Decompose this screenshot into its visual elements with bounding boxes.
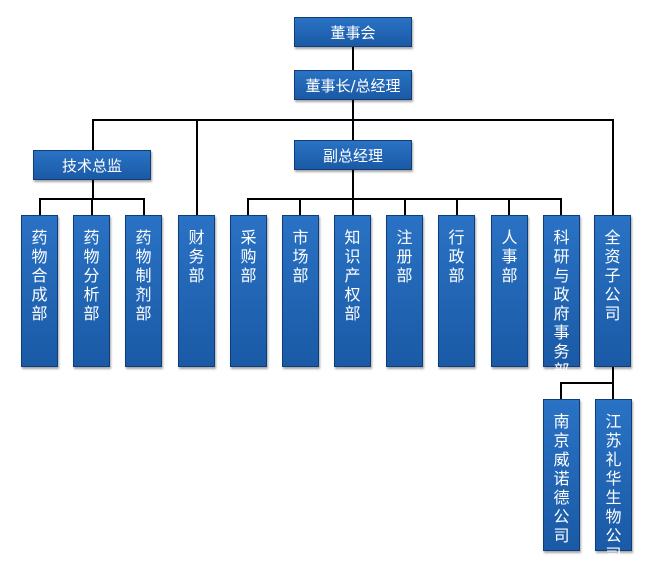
connector-vice-dept-1 [247, 198, 249, 215]
tech-director-label: 技术总监 [61, 156, 122, 175]
dept-box-formulation: 药物制剂部 [125, 215, 162, 367]
connector-subsidiary-1 [560, 382, 562, 399]
dept-box-marketing: 市场部 [282, 215, 319, 367]
dept-box-procurement: 采购部 [230, 215, 267, 367]
dept-label: 药物分析部 [83, 228, 100, 323]
dept-label: 全资子公司 [604, 228, 621, 323]
vice-gm-label: 副总经理 [322, 146, 383, 165]
connector-vice-dept-3 [352, 198, 354, 215]
vice-gm-box: 副总经理 [294, 140, 412, 170]
board-label: 董事会 [330, 23, 376, 42]
dept-box-finance: 财务部 [178, 215, 215, 367]
dept-box-analysis: 药物分析部 [73, 215, 110, 367]
dept-box-subsidiary: 全资子公司 [594, 215, 631, 367]
connector-vice-dept-5 [456, 198, 458, 215]
connector-vice-gm-down [352, 169, 354, 199]
connector-vice-dept-6 [508, 198, 510, 215]
dept-label: 行政部 [448, 228, 465, 285]
dept-box-research-gov: 科研与政府事务部 [543, 215, 580, 380]
dept-label: 采购部 [240, 228, 257, 285]
dept-label: 科研与政府事务部 [553, 228, 570, 380]
dept-box-hr: 人事部 [491, 215, 528, 367]
subsidiary-box-jiangsu: 江苏礼华生物公司 [595, 399, 632, 564]
chairman-label: 董事长/总经理 [305, 76, 401, 95]
connector-chairman-down [352, 99, 354, 120]
connector-tech-dept-3 [143, 198, 145, 215]
connector-subsidiary-2 [612, 382, 614, 399]
connector-subsidiary-bus [560, 382, 614, 384]
tech-director-box: 技术总监 [33, 150, 151, 180]
connector-to-finance [196, 119, 198, 215]
dept-label: 人事部 [501, 228, 518, 285]
dept-box-registration: 注册部 [386, 215, 423, 367]
subsidiary-label: 江苏礼华生物公司 [605, 412, 622, 564]
connector-to-vice-gm [352, 119, 354, 140]
connector-to-tech-director [92, 119, 94, 150]
dept-box-ip: 知识产权部 [334, 215, 371, 367]
dept-label: 药物合成部 [31, 228, 48, 323]
connector-tech-dept-2 [91, 198, 93, 215]
connector-vice-dept-4 [404, 198, 406, 215]
connector-board-chairman [352, 46, 354, 70]
connector-to-subsidiary [612, 119, 614, 215]
connector-tech-dept-1 [39, 198, 41, 215]
subsidiary-box-nanjing: 南京威诺德公司 [543, 399, 580, 551]
connector-subsidiary-down [612, 366, 614, 383]
dept-label: 财务部 [188, 228, 205, 285]
dept-box-admin: 行政部 [438, 215, 475, 367]
dept-label: 知识产权部 [344, 228, 361, 323]
connector-vice-dept-2 [299, 198, 301, 215]
board-box: 董事会 [294, 17, 412, 47]
connector-vice-dept-7 [560, 198, 562, 215]
chairman-box: 董事长/总经理 [294, 70, 412, 100]
dept-box-synthesis: 药物合成部 [21, 215, 58, 367]
subsidiary-label: 南京威诺德公司 [553, 412, 570, 545]
dept-label: 市场部 [292, 228, 309, 285]
connector-tech-director-down [92, 180, 94, 199]
dept-label: 药物制剂部 [135, 228, 152, 323]
dept-label: 注册部 [396, 228, 413, 285]
